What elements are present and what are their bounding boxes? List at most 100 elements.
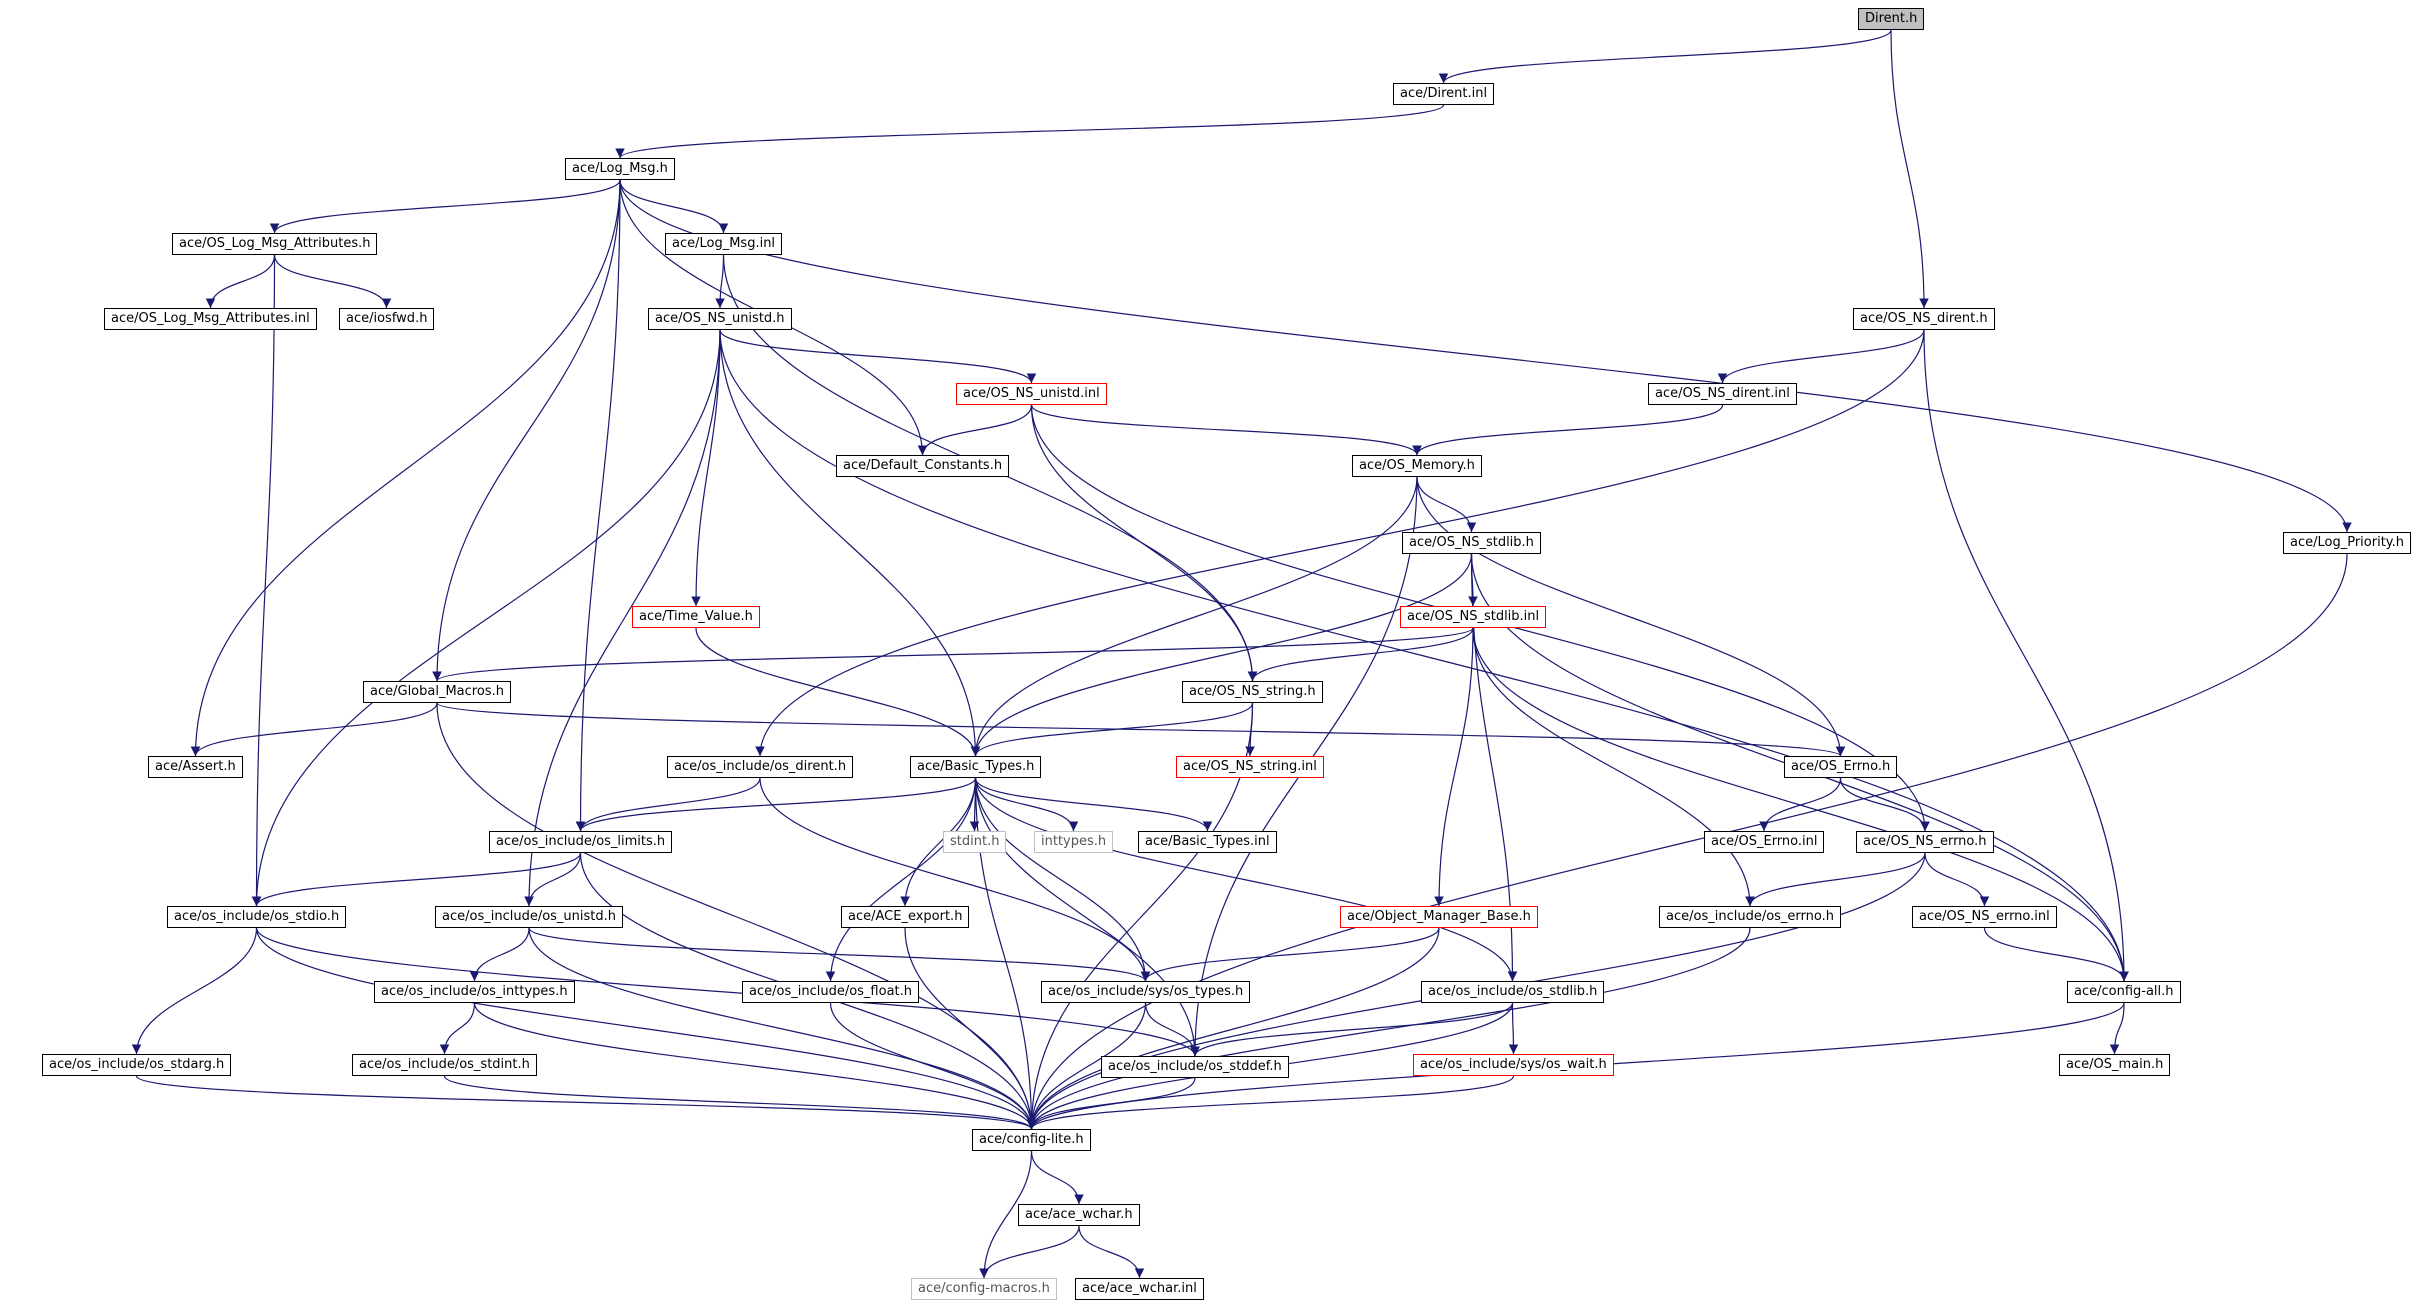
edge-os-ns-errno-inl-to-config-all-h <box>1983 927 2129 982</box>
edge-os-include-os-stdlib-h-to-os-include-os-stddef-h <box>1190 1002 1514 1057</box>
node-os-include-os-dirent-h[interactable]: ace/os_include/os_dirent.h <box>667 756 854 778</box>
node-os-memory-h[interactable]: ace/OS_Memory.h <box>1352 455 1482 477</box>
edge-os-log-msg-attr-h-to-os-log-msg-attr-inl <box>205 254 276 309</box>
edge-os-ns-stdlib-inl-to-os-ns-string-h <box>1247 627 1474 682</box>
edge-os-ns-unistd-h-to-config-all-h <box>719 329 2129 982</box>
node-assert-h[interactable]: ace/Assert.h <box>148 756 243 778</box>
edge-os-include-os-stdio-h-to-os-include-os-stddef-h <box>255 927 1200 1057</box>
node-dirent-inl[interactable]: ace/Dirent.inl <box>1393 83 1495 105</box>
node-os-ns-errno-h[interactable]: ace/OS_NS_errno.h <box>1856 831 1994 853</box>
node-config-all-h[interactable]: ace/config-all.h <box>2067 981 2181 1003</box>
edge-os-include-os-stdarg-h-to-config-lite-h <box>135 1075 1037 1130</box>
node-ace-wchar-h[interactable]: ace/ace_wchar.h <box>1018 1204 1140 1226</box>
node-os-ns-errno-inl[interactable]: ace/OS_NS_errno.inl <box>1912 906 2057 928</box>
edge-os-ns-dirent-h-to-os-ns-dirent-inl <box>1717 329 1925 384</box>
edge-time-value-h-to-basic-types-h <box>695 627 981 757</box>
node-os-ns-unistd-inl[interactable]: ace/OS_NS_unistd.inl <box>956 383 1107 405</box>
node-os-include-sys-os-types-h[interactable]: ace/os_include/sys/os_types.h <box>1041 981 1251 1003</box>
node-os-ns-string-h[interactable]: ace/OS_NS_string.h <box>1182 681 1323 703</box>
edge-log-msg-h-to-assert-h <box>190 179 621 757</box>
edge-basic-types-h-to-os-include-os-stddef-h <box>974 777 1200 1057</box>
edge-os-ns-errno-h-to-os-ns-errno-inl <box>1924 852 1990 907</box>
edge-dirent-h-to-dirent-inl <box>1438 29 1892 84</box>
edge-os-ns-unistd-inl-to-os-memory-h <box>1030 404 1422 456</box>
edge-os-ns-dirent-h-to-config-all-h <box>1923 329 2129 982</box>
edge-config-lite-h-to-ace-wchar-h <box>1030 1150 1084 1205</box>
node-os-log-msg-attr-inl[interactable]: ace/OS_Log_Msg_Attributes.inl <box>104 308 317 330</box>
edge-log-msg-h-to-log-msg-inl <box>619 179 729 234</box>
edge-config-all-h-to-os-main-h <box>2109 1002 2125 1055</box>
edge-os-memory-h-to-basic-types-h <box>970 476 1418 757</box>
edge-os-include-os-stddef-h-to-config-lite-h <box>1026 1077 1196 1130</box>
edge-basic-types-h-to-os-include-os-float-h <box>825 777 977 982</box>
node-os-include-sys-os-wait-h[interactable]: ace/os_include/sys/os_wait.h <box>1413 1054 1614 1076</box>
edge-os-ns-unistd-h-to-os-include-os-stdio-h <box>251 329 721 907</box>
node-os-main-h[interactable]: ace/OS_main.h <box>2059 1054 2171 1076</box>
node-os-include-os-inttypes-h[interactable]: ace/os_include/os_inttypes.h <box>374 981 575 1003</box>
node-os-ns-unistd-h[interactable]: ace/OS_NS_unistd.h <box>648 308 792 330</box>
edge-os-include-os-stdio-h-to-os-include-os-stdarg-h <box>131 927 258 1055</box>
edge-os-ns-unistd-inl-to-default-constants-h <box>917 404 1033 456</box>
node-global-macros-h[interactable]: ace/Global_Macros.h <box>363 681 511 703</box>
edge-os-ns-stdlib-h-to-basic-types-h <box>970 553 1473 757</box>
edge-os-ns-unistd-h-to-basic-types-h <box>719 329 981 757</box>
node-log-msg-inl[interactable]: ace/Log_Msg.inl <box>665 233 783 255</box>
edge-dirent-inl-to-log-msg-h <box>615 104 1445 159</box>
node-default-constants-h[interactable]: ace/Default_Constants.h <box>836 455 1010 477</box>
edge-os-ns-stdlib-inl-to-global-macros-h <box>432 627 1474 682</box>
node-os-ns-stdlib-h[interactable]: ace/OS_NS_stdlib.h <box>1402 532 1541 554</box>
node-ace-wchar-inl[interactable]: ace/ace_wchar.inl <box>1075 1278 1204 1300</box>
node-os-errno-h[interactable]: ace/OS_Errno.h <box>1784 756 1898 778</box>
node-os-include-os-unistd-h[interactable]: ace/os_include/os_unistd.h <box>435 906 624 928</box>
edge-os-ns-errno-h-to-os-include-os-errno-h <box>1745 852 1926 907</box>
node-dirent-h[interactable]: Dirent.h <box>1858 8 1925 30</box>
edge-os-ns-dirent-h-to-os-include-os-dirent-h <box>755 329 1925 757</box>
edge-os-include-os-inttypes-h-to-os-include-os-stdint-h <box>439 1002 476 1055</box>
node-config-macros-h: ace/config-macros.h <box>911 1278 1057 1300</box>
edge-os-ns-stdlib-inl-to-object-manager-base-h <box>1434 627 1474 907</box>
node-os-include-os-stdlib-h[interactable]: ace/os_include/os_stdlib.h <box>1421 981 1605 1003</box>
node-os-ns-string-inl[interactable]: ace/OS_NS_string.inl <box>1176 756 1324 778</box>
edge-log-msg-h-to-os-log-msg-attr-h <box>269 179 621 234</box>
edge-log-priority-h-to-config-lite-h <box>1026 553 2348 1130</box>
node-os-include-os-stdint-h[interactable]: ace/os_include/os_stdint.h <box>352 1054 537 1076</box>
edge-os-include-os-unistd-h-to-os-include-os-inttypes-h <box>469 927 530 982</box>
edge-os-errno-h-to-os-ns-errno-h <box>1839 777 1930 832</box>
node-ace-export-h[interactable]: ace/ACE_export.h <box>841 906 970 928</box>
node-os-ns-stdlib-inl[interactable]: ace/OS_NS_stdlib.inl <box>1400 606 1547 628</box>
node-os-include-os-stdio-h[interactable]: ace/os_include/os_stdio.h <box>167 906 347 928</box>
edge-os-include-sys-os-types-h-to-config-lite-h <box>1026 1002 1147 1130</box>
node-os-include-os-stdarg-h[interactable]: ace/os_include/os_stdarg.h <box>42 1054 232 1076</box>
node-os-log-msg-attr-h[interactable]: ace/OS_Log_Msg_Attributes.h <box>172 233 378 255</box>
edge-os-include-os-errno-h-to-config-lite-h <box>1026 927 1751 1130</box>
node-log-priority-h[interactable]: ace/Log_Priority.h <box>2283 532 2411 554</box>
node-os-ns-dirent-inl[interactable]: ace/OS_NS_dirent.inl <box>1648 383 1797 405</box>
edge-dirent-h-to-os-ns-dirent-h <box>1890 29 1929 309</box>
node-os-include-os-limits-h[interactable]: ace/os_include/os_limits.h <box>489 831 673 853</box>
edge-os-memory-h-to-os-ns-stdlib-h <box>1416 476 1477 533</box>
node-object-manager-base-h[interactable]: ace/Object_Manager_Base.h <box>1340 906 1538 928</box>
edge-os-ns-unistd-inl-to-os-ns-string-h <box>1030 404 1258 682</box>
node-os-ns-dirent-h[interactable]: ace/OS_NS_dirent.h <box>1853 308 1995 330</box>
node-log-msg-h[interactable]: ace/Log_Msg.h <box>565 158 675 180</box>
edge-os-ns-string-h-to-basic-types-h <box>970 702 1254 757</box>
edge-basic-types-h-to-os-include-sys-os-types-h <box>974 777 1151 982</box>
edge-os-include-os-dirent-h-to-os-include-os-limits-h <box>575 777 761 832</box>
node-time-value-h[interactable]: ace/Time_Value.h <box>632 606 760 628</box>
node-os-errno-inl[interactable]: ace/OS_Errno.inl <box>1704 831 1825 853</box>
node-os-include-os-stddef-h[interactable]: ace/os_include/os_stddef.h <box>1101 1056 1289 1078</box>
edge-os-include-os-inttypes-h-to-config-lite-h <box>473 1002 1037 1130</box>
edge-os-log-msg-attr-h-to-os-include-os-stdio-h <box>251 254 276 907</box>
edge-basic-types-h-to-os-include-os-stdlib-h <box>974 777 1518 982</box>
node-iosfwd-h[interactable]: ace/iosfwd.h <box>339 308 435 330</box>
edge-os-include-sys-os-types-h-to-os-include-os-stddef-h <box>1144 1002 1200 1057</box>
node-config-lite-h[interactable]: ace/config-lite.h <box>972 1129 1091 1151</box>
edge-os-include-os-limits-h-to-os-include-os-unistd-h <box>524 852 582 907</box>
node-basic-types-h[interactable]: ace/Basic_Types.h <box>910 756 1042 778</box>
node-os-include-os-float-h[interactable]: ace/os_include/os_float.h <box>742 981 920 1003</box>
edge-log-msg-h-to-global-macros-h <box>432 179 621 682</box>
node-basic-types-inl[interactable]: ace/Basic_Types.inl <box>1138 831 1277 853</box>
node-os-include-os-errno-h[interactable]: ace/os_include/os_errno.h <box>1659 906 1841 928</box>
